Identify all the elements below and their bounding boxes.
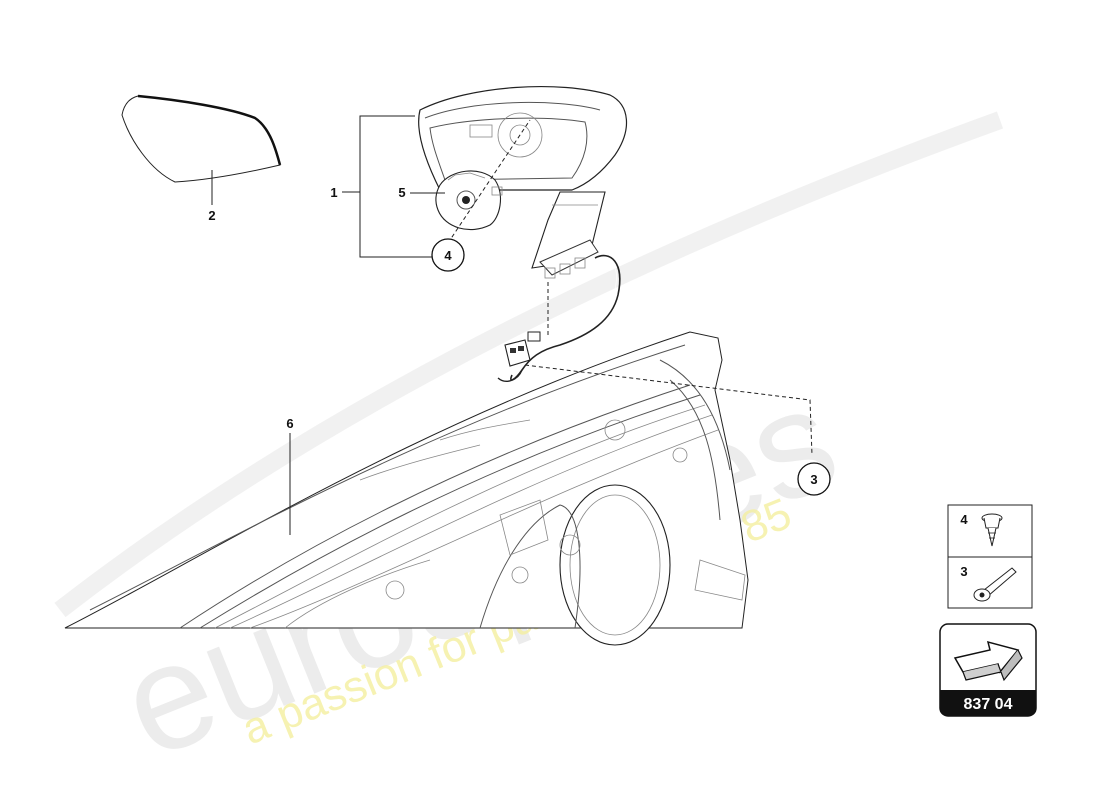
screw-icon [981,513,1003,547]
reference-code: 837 04 [964,696,1013,713]
arrow-icon [953,640,1023,682]
callout-4: 4 [444,248,452,263]
callout-3: 3 [810,472,817,487]
fastener-legend: 4 3 [947,504,1033,609]
mirror-housing [418,86,628,279]
callout-2: 2 [208,208,215,223]
door-panel [64,331,749,646]
mirror-motor [435,170,503,231]
legend-item-4-number: 4 [960,512,968,527]
callout-5: 5 [398,185,405,200]
wiring-harness [497,254,621,382]
reference-badge: 837 04 [939,623,1037,717]
bolt-icon [973,567,1017,602]
legend-item-3-number: 3 [960,564,967,579]
callout-1: 1 [330,185,337,200]
mirror-glass [121,94,282,205]
callout-3-circle [797,462,831,496]
leader-lines [289,115,813,535]
callout-6: 6 [286,416,293,431]
callout-4-circle [431,238,465,272]
